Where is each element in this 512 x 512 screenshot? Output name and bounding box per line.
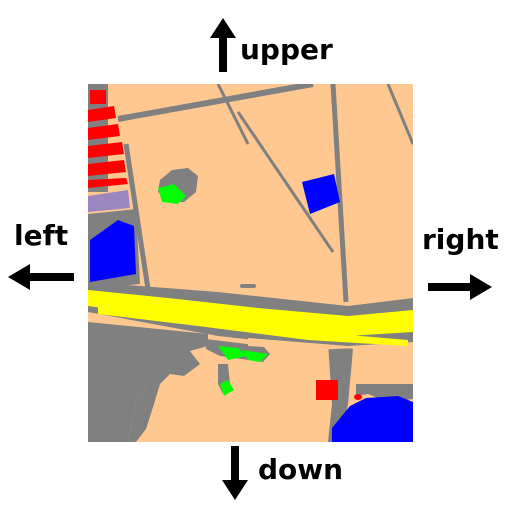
- building: [88, 124, 120, 140]
- vegetation: [242, 350, 268, 362]
- industrial-area: [88, 190, 130, 212]
- building: [316, 380, 338, 400]
- road-line: [236, 111, 335, 253]
- road-line: [240, 284, 256, 288]
- direction-label-left: left: [14, 219, 69, 252]
- building: [88, 178, 128, 188]
- land-cover-map: [88, 84, 413, 442]
- vegetation: [218, 346, 246, 360]
- water-body: [90, 220, 136, 282]
- arrow-left-icon: [8, 264, 74, 290]
- building: [90, 90, 106, 104]
- road-line: [216, 84, 250, 145]
- building: [88, 160, 126, 176]
- road-line: [117, 84, 314, 122]
- road-line: [386, 84, 413, 145]
- arrow-up-icon: [210, 18, 236, 72]
- direction-label-right: right: [422, 223, 499, 256]
- road-area: [328, 342, 353, 442]
- water-body: [302, 174, 340, 214]
- building: [354, 394, 362, 400]
- road-line: [123, 143, 151, 290]
- water-body: [332, 396, 413, 442]
- vegetation: [158, 184, 186, 204]
- highway: [98, 306, 408, 346]
- land-area: [248, 338, 413, 350]
- road-line: [330, 84, 349, 303]
- direction-label-upper: upper: [240, 33, 333, 66]
- arrow-down-icon: [222, 446, 248, 500]
- direction-label-down: down: [258, 453, 344, 486]
- building: [88, 142, 124, 158]
- highway: [88, 290, 413, 336]
- building: [88, 106, 116, 122]
- arrow-right-icon: [428, 274, 492, 300]
- road-area: [128, 346, 200, 442]
- vegetation: [220, 380, 234, 396]
